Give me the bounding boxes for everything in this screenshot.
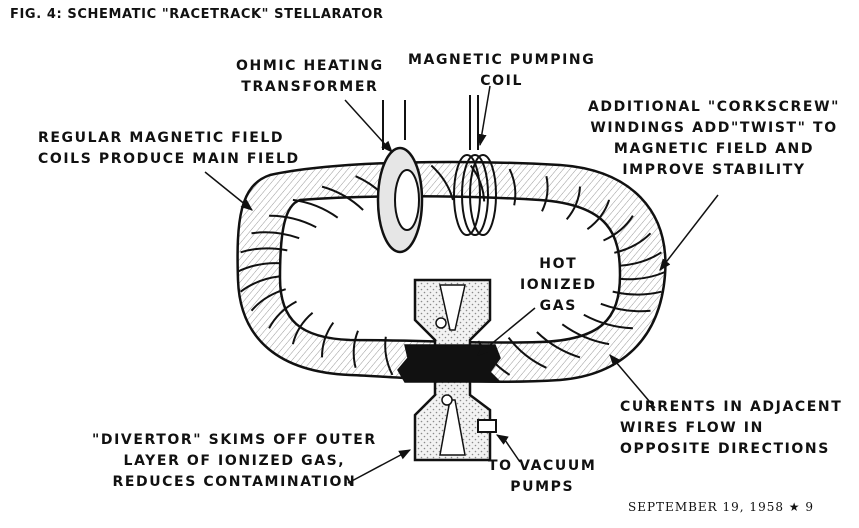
leader-currents: [609, 354, 656, 409]
label-hot-ionized-gas: HOT IONIZED GAS: [520, 256, 597, 314]
coil-winding: [561, 323, 610, 346]
coil-winding: [618, 271, 666, 281]
coil-winding: [603, 215, 634, 242]
ohmic-transformer-ring: [376, 146, 424, 254]
coil-winding: [320, 322, 335, 358]
hot-ionized-gas: [397, 344, 502, 383]
coil-winding: [507, 336, 547, 369]
coil-winding: [600, 302, 651, 313]
figure-title: FIG. 4: SCHEMATIC "RACETRACK" STELLARATO…: [10, 7, 384, 22]
coil-winding: [291, 312, 314, 345]
coil-winding: [236, 262, 282, 273]
coil-winding: [352, 330, 359, 369]
label-regular-field-coils: REGULAR MAGNETIC FIELD COILS PRODUCE MAI…: [38, 130, 300, 167]
coil-winding: [612, 290, 662, 296]
coil-winding: [240, 247, 288, 254]
label-divertor: "DIVERTOR" SKIMS OFF OUTER LAYER OF IONI…: [92, 432, 377, 490]
coil-winding: [541, 175, 549, 212]
coil-winding: [583, 313, 633, 330]
field-coil-windings: [236, 164, 666, 376]
coil-winding: [536, 331, 581, 359]
coil-winding: [508, 168, 517, 206]
coil-winding: [292, 198, 339, 219]
racetrack-torus: [236, 160, 667, 383]
label-currents-adjacent-wires: CURRENTS IN ADJACENT WIRES FLOW IN OPPOS…: [620, 399, 843, 457]
coil-winding: [268, 300, 297, 329]
leader-corkscrew: [659, 194, 719, 271]
coil-winding: [619, 251, 662, 267]
coil-winding: [251, 231, 300, 240]
leader-divertor: [347, 449, 412, 484]
page-footer: SEPTEMBER 19, 1958 ★ 9: [628, 500, 814, 514]
label-ohmic-heating-transformer: OHMIC HEATING TRANSFORMER: [236, 58, 384, 95]
coil-winding: [321, 185, 364, 211]
leader-pumping: [477, 85, 491, 147]
coil-winding: [250, 288, 286, 312]
transformer-core-legs: [382, 95, 479, 150]
coil-winding: [384, 336, 394, 376]
leader-lines: [204, 85, 719, 484]
label-corkscrew-windings: ADDITIONAL "CORKSCREW" WINDINGS ADD"TWIS…: [588, 99, 841, 178]
label-magnetic-pumping-coil: MAGNETIC PUMPING COIL: [408, 52, 596, 89]
leader-hotgas: [477, 307, 536, 356]
magnetic-pumping-coil: [453, 154, 497, 236]
coil-winding: [586, 199, 611, 231]
coil-winding: [430, 164, 454, 201]
coil-winding: [614, 232, 652, 254]
leader-regular: [204, 171, 253, 211]
leader-vacuum: [495, 434, 521, 463]
label-to-vacuum-pumps: TO VACUUM PUMPS: [488, 458, 597, 495]
leader-ohmic: [344, 99, 393, 153]
coil-winding: [565, 186, 581, 221]
coil-winding: [239, 275, 281, 293]
coil-winding: [269, 214, 317, 229]
